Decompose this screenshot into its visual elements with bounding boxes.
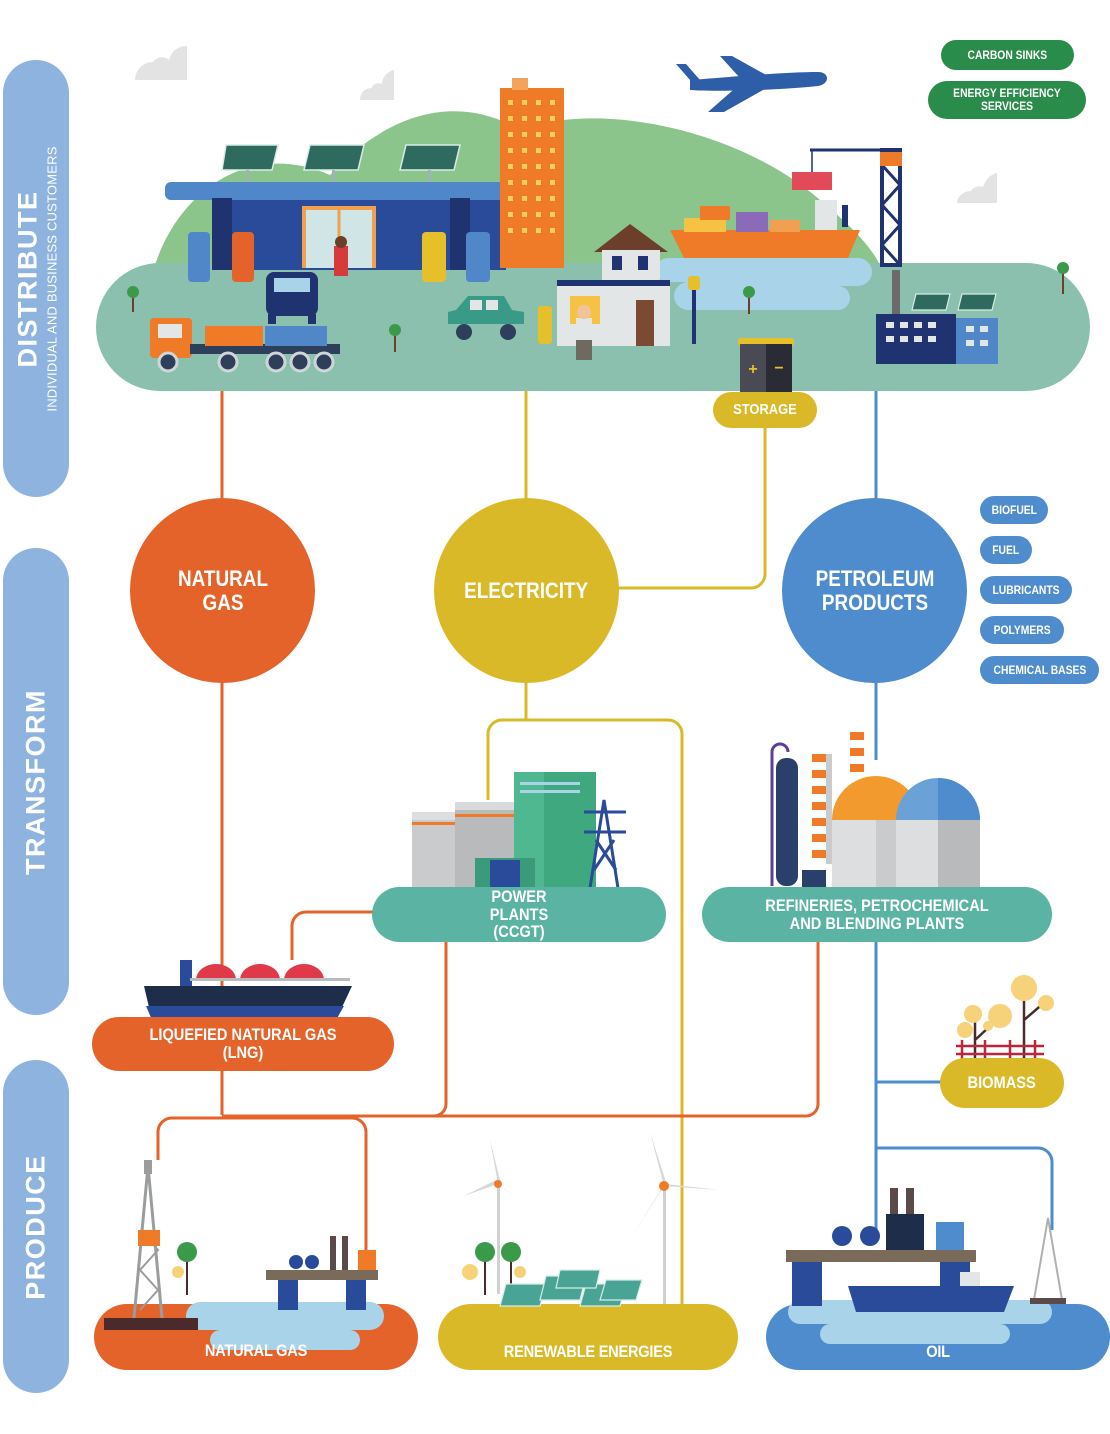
refineries-node: REFINERIES, PETROCHEMICAL AND BLENDING P… <box>702 887 1052 942</box>
storage-label: STORAGE <box>733 401 797 419</box>
biomass-label: BIOMASS <box>967 1073 1037 1093</box>
line-lng-powerplant <box>290 910 375 960</box>
cargo-ship-illustration <box>670 148 903 267</box>
cloud-icon <box>360 70 394 100</box>
tree-icons <box>127 262 1069 352</box>
output-fuel: FUEL <box>980 536 1032 564</box>
output-chemical-bases: CHEMICAL BASES <box>980 656 1099 684</box>
energy-efficiency-label: ENERGY EFFICIENCY SERVICES <box>953 86 1061 113</box>
lng-tanker-illustration <box>144 960 352 1020</box>
wind-turbine-icons <box>464 1132 720 1304</box>
line-electricity-powerplant <box>486 718 526 800</box>
output-chemical-bases-label: CHEMICAL BASES <box>993 662 1086 677</box>
output-biofuel-label: BIOFUEL <box>991 502 1037 517</box>
airplane-icon <box>676 56 827 112</box>
lng-label: LIQUEFIED NATURAL GAS (LNG) <box>149 1025 337 1062</box>
output-polymers: POLYMERS <box>980 616 1064 644</box>
flow-lines <box>156 391 1054 1305</box>
solar-farm-illustration <box>499 1269 643 1307</box>
stage-transform: TRANSFORM <box>3 548 69 1015</box>
cloud-icon <box>957 173 997 203</box>
oil-platform-illustration <box>786 1188 1066 1312</box>
electric-car-illustration <box>448 296 552 344</box>
line-powerplant-trunk <box>433 942 448 1118</box>
stage-produce: PRODUCE <box>3 1060 69 1393</box>
truck-illustration <box>150 318 340 373</box>
refineries-label: REFINERIES, PETROCHEMICAL AND BLENDING P… <box>765 895 989 933</box>
carbon-sinks-label: CARBON SINKS <box>967 47 1048 62</box>
storage-node: STORAGE <box>713 392 817 428</box>
line-storage-electricity <box>614 426 767 590</box>
cloud-icons <box>135 46 997 203</box>
output-lubricants: LUBRICANTS <box>980 576 1072 604</box>
gas-water <box>186 1302 384 1350</box>
line-oil-rig <box>876 1146 1054 1230</box>
produce-renewables-island <box>438 1304 738 1370</box>
natural-gas-label: NATURAL GAS <box>177 565 268 615</box>
biomass-node: BIOMASS <box>940 1058 1064 1108</box>
svg-text:−: − <box>774 360 783 377</box>
street-lamp-icon <box>688 276 700 344</box>
transmission-tower-icon <box>584 799 626 889</box>
line-electricity-renewables <box>524 680 684 1305</box>
stage-distribute: DISTRIBUTE INDIVIDUAL AND BUSINESS CUSTO… <box>3 60 69 497</box>
energy-efficiency-badge: ENERGY EFFICIENCY SERVICES <box>928 81 1086 119</box>
cloud-icon <box>135 46 187 80</box>
electricity-label: ELECTRICITY <box>464 577 589 603</box>
power-plants-node: POWER PLANTS (CCGT) <box>372 887 666 942</box>
produce-oil-label: OIL <box>926 1342 950 1361</box>
produce-renewables-label: RENEWABLE ENERGIES <box>503 1342 673 1361</box>
produce-natural-gas-label: NATURAL GAS <box>204 1341 308 1360</box>
battery-icon: + − <box>738 338 794 392</box>
produce-tree-icons <box>172 1242 526 1295</box>
svg-text:+: + <box>748 361 757 378</box>
gas-platform-illustration <box>266 1236 378 1310</box>
house-illustration <box>557 224 670 346</box>
water-pond <box>656 258 872 310</box>
line-gas-production-right <box>222 1116 368 1250</box>
apartment-tower-illustration <box>500 78 564 268</box>
output-biofuel: BIOFUEL <box>980 496 1048 524</box>
petroleum-products-node: PETROLEUM PRODUCTS <box>782 498 967 683</box>
electricity-node: ELECTRICITY <box>434 498 619 683</box>
output-fuel-label: FUEL <box>992 542 1020 557</box>
output-polymers-label: POLYMERS <box>993 622 1051 637</box>
petroleum-products-label: PETROLEUM PRODUCTS <box>815 565 934 615</box>
lng-node: LIQUEFIED NATURAL GAS (LNG) <box>92 1017 394 1071</box>
factory-illustration <box>876 270 998 364</box>
car-illustration <box>266 272 318 324</box>
line-gas-production-left <box>156 1116 222 1160</box>
line-gas-refinery <box>222 942 820 1118</box>
biomass-trees-illustration <box>956 975 1054 1062</box>
power-plant-illustration <box>412 772 626 890</box>
person-illustration <box>576 305 592 360</box>
carbon-sinks-badge: CARBON SINKS <box>941 40 1074 70</box>
gas-derrick-illustration <box>104 1160 198 1330</box>
gas-station-illustration <box>165 144 515 282</box>
output-lubricants-label: LUBRICANTS <box>992 582 1060 597</box>
natural-gas-node: NATURAL GAS <box>130 498 315 683</box>
power-plants-label: POWER PLANTS (CCGT) <box>489 886 549 942</box>
refinery-illustration <box>770 732 980 888</box>
